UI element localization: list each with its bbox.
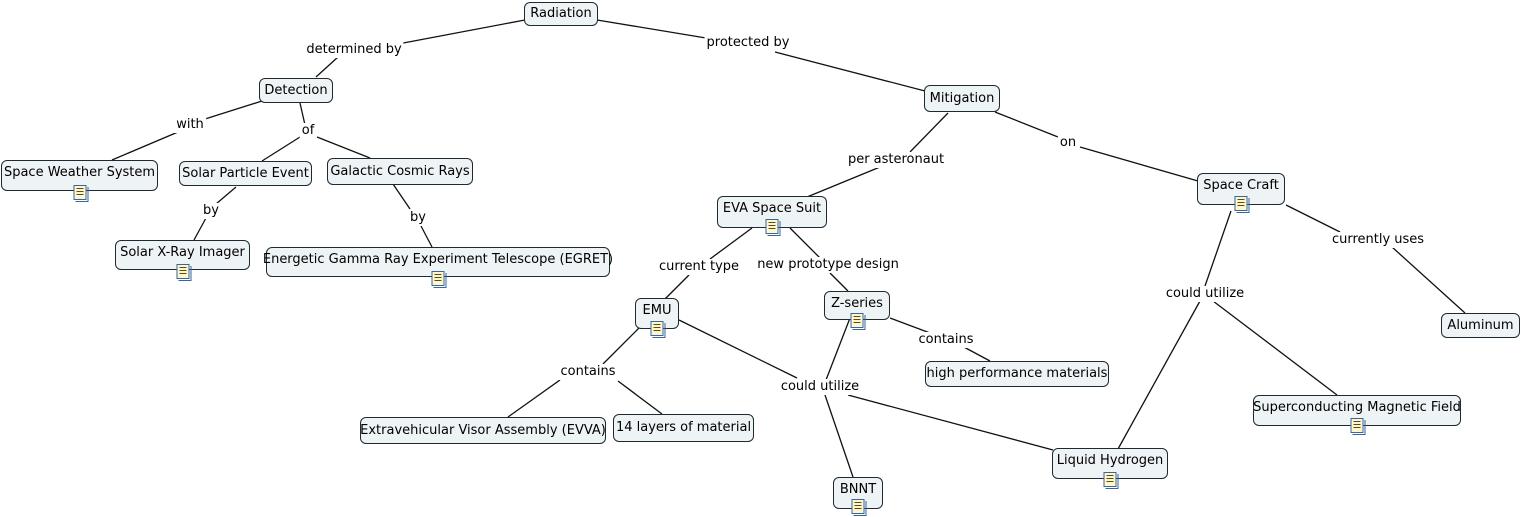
concept-space-craft[interactable]: Space Craft <box>1197 173 1285 213</box>
concept-label: high performance materials <box>926 366 1108 381</box>
link-label-per-astronaut: per asteronaut <box>845 152 947 168</box>
concept-label: Superconducting Magnetic Field <box>1253 400 1461 415</box>
link-label-could-utilize-suit: could utilize <box>778 379 862 395</box>
concept-detection[interactable]: Detection <box>259 78 333 103</box>
document-icon[interactable] <box>176 264 192 281</box>
concept-label: Radiation <box>530 6 592 21</box>
link-label-new-prototype-design: new prototype design <box>755 257 901 273</box>
document-icon[interactable] <box>850 313 866 330</box>
concept-label: Solar Particle Event <box>182 165 309 181</box>
document-icon[interactable] <box>851 499 867 516</box>
document-icon[interactable] <box>650 321 666 338</box>
link-label-by-solar: by <box>201 203 221 219</box>
link-label-could-utilize-craft: could utilize <box>1163 286 1247 302</box>
concept-high-performance-materials[interactable]: high performance materials <box>925 361 1109 387</box>
concept-solar-particle-event[interactable]: Solar Particle Event <box>179 161 312 186</box>
concept-egret[interactable]: Energetic Gamma Ray Experiment Telescope… <box>262 247 614 288</box>
concept-mitigation[interactable]: Mitigation <box>924 85 1000 112</box>
link-label-protected-by: protected by <box>704 35 792 51</box>
concept-label: Solar X-Ray Imager <box>120 245 245 260</box>
concept-eva-space-suit[interactable]: EVA Space Suit <box>717 196 827 236</box>
concept-galactic-cosmic-rays[interactable]: Galactic Cosmic Rays <box>327 158 473 185</box>
concept-label: Galactic Cosmic Rays <box>330 163 470 179</box>
concept-liquid-hydrogen[interactable]: Liquid Hydrogen <box>1052 448 1168 489</box>
concept-label: Mitigation <box>929 90 995 106</box>
document-icon[interactable] <box>1234 196 1250 213</box>
concept-label: Space Weather System <box>3 165 156 180</box>
concept-evva[interactable]: Extravehicular Visor Assembly (EVVA) <box>360 417 606 444</box>
concept-label: Detection <box>264 82 328 98</box>
link-label-by-galactic: by <box>408 210 428 226</box>
concept-solar-xray-imager[interactable]: Solar X-Ray Imager <box>115 240 250 281</box>
concept-label: EVA Space Suit <box>722 201 822 216</box>
concept-bnnt[interactable]: BNNT <box>833 477 883 516</box>
concept-label: Extravehicular Visor Assembly (EVVA) <box>360 422 606 438</box>
link-label-with: with <box>174 117 206 133</box>
link-label-on: on <box>1057 135 1079 151</box>
concept-superconducting-magnetic-field[interactable]: Superconducting Magnetic Field <box>1253 395 1461 435</box>
concept-label: 14 layers of material <box>615 420 752 435</box>
link-label-determined-by: determined by <box>304 42 404 58</box>
concept-label: Space Craft <box>1203 178 1279 193</box>
concept-aluminum[interactable]: Aluminum <box>1441 313 1520 338</box>
concept-label: Energetic Gamma Ray Experiment Telescope… <box>262 252 614 267</box>
link-label-contains-z: contains <box>916 332 976 348</box>
concept-z-series[interactable]: Z-series <box>824 291 890 330</box>
document-icon[interactable] <box>765 219 781 236</box>
link-label-contains-emu: contains <box>558 364 618 380</box>
concept-label: Z-series <box>831 296 883 311</box>
concept-14-layers[interactable]: 14 layers of material <box>613 414 754 442</box>
document-icon[interactable] <box>1350 418 1366 435</box>
document-icon[interactable] <box>1103 472 1119 489</box>
concept-space-weather-system[interactable]: Space Weather System <box>1 160 158 202</box>
concept-radiation[interactable]: Radiation <box>524 2 598 26</box>
concept-label: Liquid Hydrogen <box>1056 453 1164 468</box>
link-label-of: of <box>299 123 317 139</box>
link-label-current-type: current type <box>656 259 742 275</box>
concept-emu[interactable]: EMU <box>635 298 679 338</box>
concept-label: Aluminum <box>1447 317 1514 333</box>
concept-label: BNNT <box>839 482 877 497</box>
concept-label: EMU <box>642 303 672 318</box>
document-icon[interactable] <box>431 271 447 288</box>
link-label-currently-uses: currently uses <box>1329 232 1427 248</box>
document-icon[interactable] <box>73 185 89 202</box>
